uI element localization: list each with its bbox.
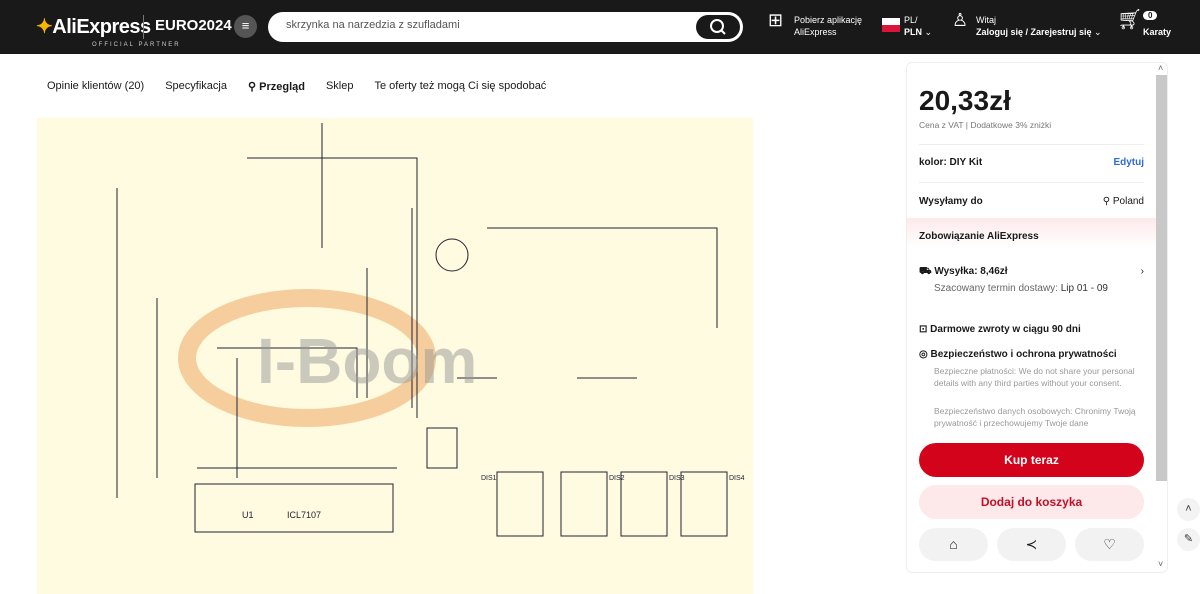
tab-reviews[interactable]: Opinie klientów (20)	[47, 80, 145, 92]
shipping-row[interactable]: ⛟ Wysyłka: 8,46zł ›	[919, 266, 1144, 279]
user-icon: ♙	[952, 10, 969, 30]
share-icon: ≺	[1025, 536, 1038, 552]
header: ✦AliExpress OFFICIAL PARTNER EURO2024 ≡ …	[0, 0, 1200, 54]
circuit-diagram: ICL7107 U1 I-Boom DIS1 DIS2 DIS3 DIS4	[116, 123, 745, 537]
return-icon: ⊡	[919, 324, 931, 335]
menu-icon[interactable]: ≡	[234, 15, 257, 38]
dis4-label: DIS4	[729, 475, 745, 482]
security-row: ◎ Bezpieczeństwo i ochrona prywatności	[919, 349, 1159, 360]
pencil-icon: ✎	[1183, 533, 1194, 545]
chevron-up-icon: ˄	[1185, 503, 1192, 515]
edit-link[interactable]: Edytuj	[1113, 157, 1144, 168]
currency: PLN	[904, 27, 922, 37]
color-value: kolor: DIY Kit	[919, 157, 983, 168]
chip-label: ICL7107	[287, 510, 321, 520]
delivery-estimate: Szacowany termin dostawy: Lip 01 - 09	[934, 282, 1149, 295]
divider	[919, 144, 1144, 145]
location-pin-icon: ⚲	[247, 81, 257, 93]
tab-specs[interactable]: Specyfikacja	[165, 80, 227, 92]
share-button[interactable]: ≺	[997, 528, 1066, 561]
truck-icon: ⛟	[919, 266, 935, 277]
u1-label: U1	[242, 510, 254, 520]
cart-label[interactable]: Karaty	[1143, 27, 1172, 37]
watermark: I-Boom	[257, 325, 477, 397]
heart-icon: ♡	[1103, 536, 1116, 552]
commitment-bg	[907, 218, 1156, 248]
login-link: Zaloguj się / Zarejestruj się	[976, 27, 1092, 37]
store-icon: ⌂	[949, 536, 958, 552]
tab-recommended[interactable]: Te oferty też mogą Ci się spodobać	[374, 80, 547, 92]
dis2-label: DIS2	[609, 475, 625, 482]
lang: PL/	[904, 15, 918, 25]
app-line2: AliExpress	[794, 27, 837, 37]
store-button[interactable]: ⌂	[919, 528, 988, 561]
logo-text: AliExpress	[52, 16, 151, 38]
tab-overview-label: Przegląd	[259, 81, 305, 93]
euro2024-logo: EURO2024	[155, 17, 232, 34]
aliexpress-logo[interactable]: ✦AliExpress	[36, 16, 151, 38]
delivery-label: Szacowany termin dostawy:	[934, 283, 1061, 294]
returns-row: ⊡ Darmowe zwroty w ciągu 90 dni	[919, 324, 1144, 335]
official-partner: OFFICIAL PARTNER	[92, 42, 181, 48]
returns-text: Darmowe zwroty w ciągu 90 dni	[930, 324, 1081, 335]
location-icon: ⚲	[1102, 196, 1113, 207]
chevron-right-icon: ›	[1140, 266, 1144, 277]
greet: Witaj	[976, 15, 996, 25]
price: 20,33zł	[919, 85, 1011, 116]
feedback-button[interactable]: ✎	[1177, 528, 1200, 551]
search-input[interactable]	[286, 19, 686, 31]
add-to-cart-button[interactable]: Dodaj do koszyka	[919, 485, 1144, 519]
delivery-date: Lip 01 - 09	[1060, 283, 1108, 294]
tab-overview[interactable]: ⚲ Przegląd	[248, 80, 305, 93]
color-row: kolor: DIY Kit Edytuj	[919, 157, 1144, 168]
commitment-title: Zobowiązanie AliExpress	[919, 231, 1039, 242]
dis3-label: DIS3	[669, 475, 685, 482]
dis1-label: DIS1	[481, 475, 497, 482]
cart-icon[interactable]: 🛒︎	[1117, 9, 1143, 31]
product-tabs: Opinie klientów (20) Specyfikacja ⚲ Prze…	[47, 80, 546, 93]
ship-to-label: Wysyłamy do	[919, 196, 983, 207]
buy-now-button[interactable]: Kup teraz	[919, 443, 1144, 477]
price-note: Cena z VAT | Dodatkowe 3% zniżki	[919, 120, 1052, 130]
product-schematic-image: ICL7107 U1 I-Boom DIS1 DIS2 DIS3 DIS4	[37, 118, 753, 594]
language-currency[interactable]: PL/PLN ⌄	[904, 15, 933, 37]
secure-payments-text: Bezpieczne płatności: We do not share yo…	[934, 366, 1135, 388]
search-button[interactable]	[696, 15, 740, 39]
search-bar	[268, 12, 743, 42]
divider	[143, 15, 144, 39]
divider	[919, 182, 1144, 183]
scroll-down-icon[interactable]: ˅	[1158, 559, 1164, 569]
data-security-text: Bezpieczeństwo danych osobowych: Chronim…	[934, 406, 1136, 428]
ship-to-row[interactable]: Wysyłamy do ⚲ Poland	[919, 196, 1144, 207]
wishlist-button[interactable]: ♡	[1075, 528, 1144, 561]
app-line1: Pobierz aplikację	[794, 15, 863, 25]
cart-count: 0	[1143, 11, 1158, 20]
poland-flag-icon	[882, 18, 900, 32]
shield-icon: ◎	[919, 349, 931, 360]
country: Poland	[1112, 196, 1144, 207]
tab-store[interactable]: Sklep	[325, 80, 354, 92]
qr-code-icon[interactable]: ⊞	[768, 10, 784, 30]
shipping-cost: Wysyłka: 8,46zł	[934, 266, 1008, 277]
security-title: Bezpieczeństwo i ochrona prywatności	[930, 349, 1117, 360]
search-icon	[710, 19, 726, 35]
buy-panel: 20,33zł Cena z VAT | Dodatkowe 3% zniżki…	[906, 62, 1168, 573]
panel-scrollbar[interactable]	[1156, 75, 1167, 481]
back-to-top-button[interactable]: ˄	[1177, 498, 1200, 521]
scroll-up-icon[interactable]: ˄	[1158, 63, 1164, 73]
